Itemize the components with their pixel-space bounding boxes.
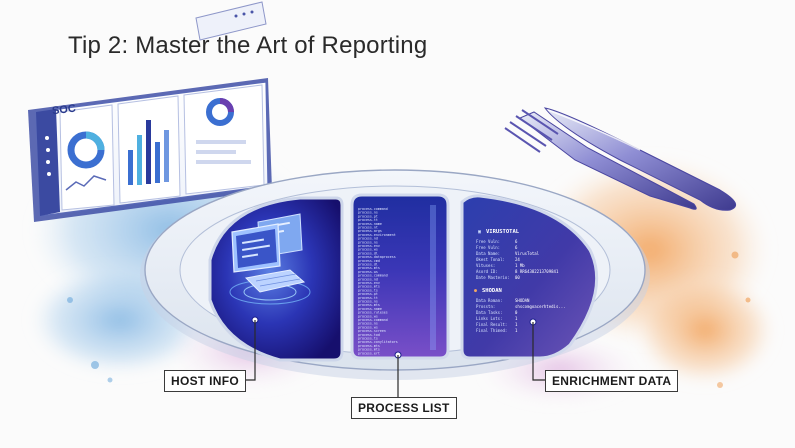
process-list-item: process.ns [358, 322, 378, 326]
process-list-item: process.ws [358, 314, 378, 318]
process-list-label: PROCESS LIST [351, 397, 457, 419]
host-info-label: HOST INFO [164, 370, 247, 392]
shodan-icon: ● [474, 288, 477, 294]
process-list-item: process.args [358, 229, 382, 233]
process-list-item: process.tt [358, 296, 378, 300]
host-info-compartment [208, 196, 344, 362]
process-list-item: process.tt [358, 218, 378, 222]
process-list-item: process.ts [358, 337, 378, 341]
process-list-item: process.ws [358, 248, 378, 252]
shodan-field-value: 1 [515, 328, 518, 333]
process-list-item: process.env [358, 281, 380, 285]
virustotal-field-label: Vituses: [476, 263, 495, 268]
virustotal-field-value: VirusTotal [515, 251, 540, 256]
process-list-item: process.command [358, 207, 388, 211]
soc-dashboard [28, 78, 272, 222]
virustotal-field-value: 24 [515, 257, 520, 262]
shodan-field-label: Data Tasks: [476, 310, 503, 315]
process-list-item: process.nt [358, 226, 378, 230]
process-list-item: process.dl [358, 263, 378, 267]
virustotal-field-label: Date Masterio: [476, 275, 510, 280]
process-list-item: process.screen [358, 329, 386, 333]
shodan-header: SHODAN [482, 288, 502, 294]
process-list-item: process.dataprocess [358, 255, 396, 259]
virustotal-field-value: 6 [515, 239, 518, 244]
virustotal-field-label: Free Vuln: [476, 239, 500, 244]
virustotal-field-value: 1 Mb [515, 263, 525, 268]
shodan-field-label: Final Result: [476, 322, 507, 327]
process-list-item: process.name [358, 222, 382, 226]
callout-lines [243, 320, 545, 398]
process-list-compartment: process.commandprocess.nsprocess.ptproce… [350, 193, 450, 360]
virustotal-field-label: Free Vuln: [476, 245, 500, 250]
process-list-item: process.ns [358, 240, 378, 244]
process-list-item: process.ws [358, 270, 378, 274]
virustotal-field-value: 6 [515, 245, 518, 250]
process-list-item: process.tod [358, 333, 380, 337]
shodan-field-value: 1 [515, 322, 518, 327]
page-title: Tip 2: Master the Art of Reporting [68, 32, 428, 59]
process-list-item: process.mts [358, 266, 380, 270]
shodan-field-value: SHODAN [515, 298, 530, 303]
virustotal-field-label: Okest Tonal: [476, 257, 505, 262]
virustotal-field-value: 00 [515, 275, 520, 280]
shodan-field-label: Final Thimed: [476, 328, 507, 333]
process-list-item: process.cmd [358, 259, 380, 263]
process-list-item: process.nd [358, 237, 378, 241]
shodan-field-value: 0 [515, 310, 518, 315]
shodan-field-label: Links Lots: [476, 316, 503, 321]
virustotal-field-value: 8 RR64382213709841 [515, 269, 559, 274]
process-list-item: process.ert [358, 351, 380, 355]
process-list-item: process.command [358, 318, 388, 322]
process-list-item: process.ns [358, 300, 378, 304]
shodan-field-label: Prosstn: [476, 304, 495, 309]
knife [543, 107, 737, 211]
process-list-item: process.ts [358, 288, 378, 292]
process-list-item: process.ruleses [358, 311, 388, 315]
enrichment-data-label: ENRICHMENT DATA [545, 370, 679, 392]
process-list-item: process.mts [358, 344, 380, 348]
process-list-item: process.command [358, 274, 388, 278]
process-list-item: process.environment [358, 233, 396, 237]
shodan-field-label: Data Roman: [476, 298, 503, 303]
process-list-item: process.env [358, 244, 380, 248]
process-list-item: process.pt [358, 214, 378, 218]
process-list-item: process.pt [358, 292, 378, 296]
process-list-item: process.name [358, 307, 382, 311]
virustotal-field-label: Asord ID: [476, 269, 498, 274]
shodan-field-value: shscomgoacerhtedis... [515, 304, 566, 309]
top-mini-panel [195, 1, 267, 41]
virustotal-header: VIRUSTOTAL [486, 229, 520, 235]
process-list-item: process.ns [358, 211, 378, 215]
process-list-item: process.nd [358, 277, 378, 281]
virustotal-icon: ▣ [478, 229, 481, 235]
shodan-field-value: 1 [515, 316, 518, 321]
process-list-item: process.dl [358, 251, 378, 255]
process-list-item: process.mts [358, 285, 380, 289]
process-list-item: process.mts [358, 348, 380, 352]
process-list-item: process.ws [358, 325, 378, 329]
process-list-item: process.conylitators [358, 340, 398, 344]
virustotal-field-label: Data Name: [476, 251, 500, 256]
fork [504, 109, 697, 210]
process-list-item: process.mts [358, 303, 380, 307]
